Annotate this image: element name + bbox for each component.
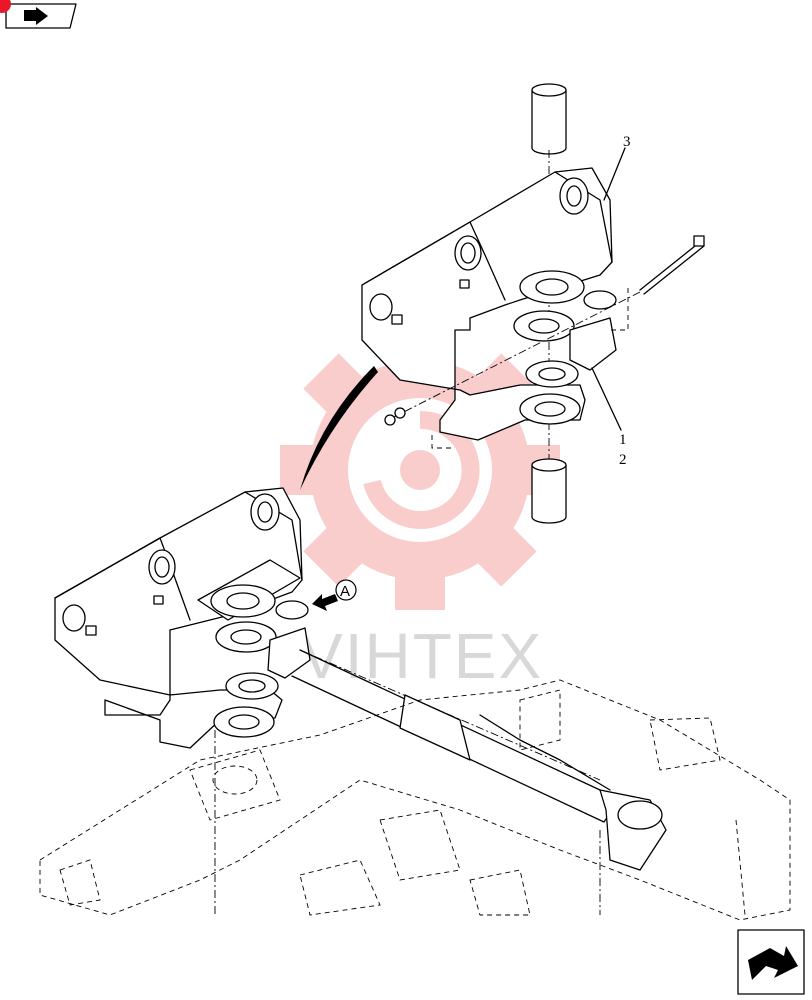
watermark-logo [280,330,560,610]
explode-curve-arrow [300,366,378,490]
machine-frame [39,679,791,921]
callout-label-2: 2 [619,452,627,468]
view-arrow-a [312,579,357,611]
lower-swing-bracket [54,487,667,871]
next-page-arrow-icon[interactable] [737,929,805,995]
view-marker-label: A [340,583,350,600]
accent-dot [0,0,11,13]
upper-swing-bracket [361,83,705,524]
page-tab-arrow-icon[interactable] [5,3,77,29]
watermark-text: VIHTEX [300,620,543,692]
callout-label-1: 1 [619,432,627,448]
callout-label-3: 3 [623,134,631,150]
